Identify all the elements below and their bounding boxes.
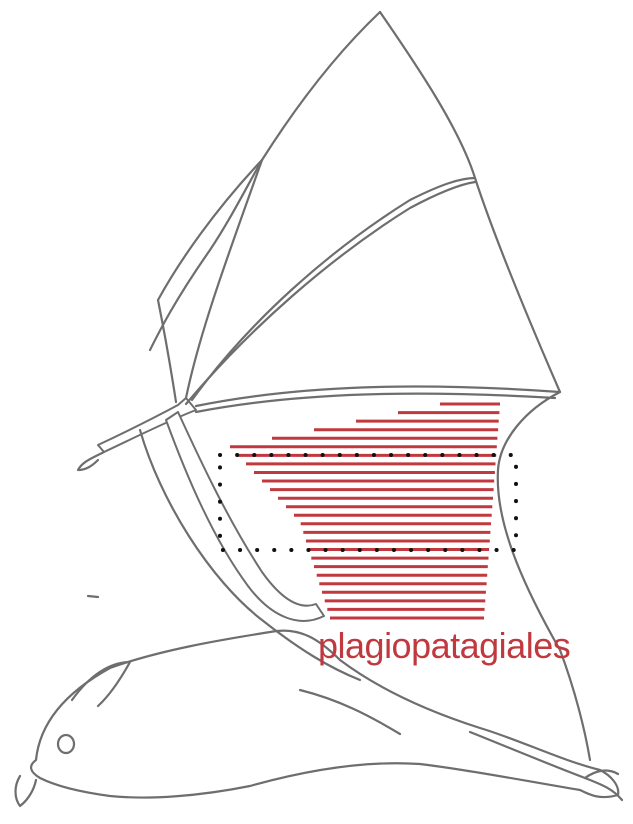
- muscle-label: plagiopatagiales: [318, 628, 570, 664]
- stray-mark: [88, 596, 98, 597]
- hind-leg: [470, 732, 585, 778]
- digit-2-inner: [158, 160, 262, 402]
- bat-eye: [58, 735, 74, 753]
- bat-snout: [16, 776, 37, 806]
- wing-body-seam: [300, 690, 400, 734]
- bat-ear: [72, 662, 130, 706]
- digit-3-inner: [186, 182, 475, 404]
- dotted-box: [220, 455, 516, 550]
- digit-2: [186, 12, 380, 398]
- thumb: [78, 452, 104, 470]
